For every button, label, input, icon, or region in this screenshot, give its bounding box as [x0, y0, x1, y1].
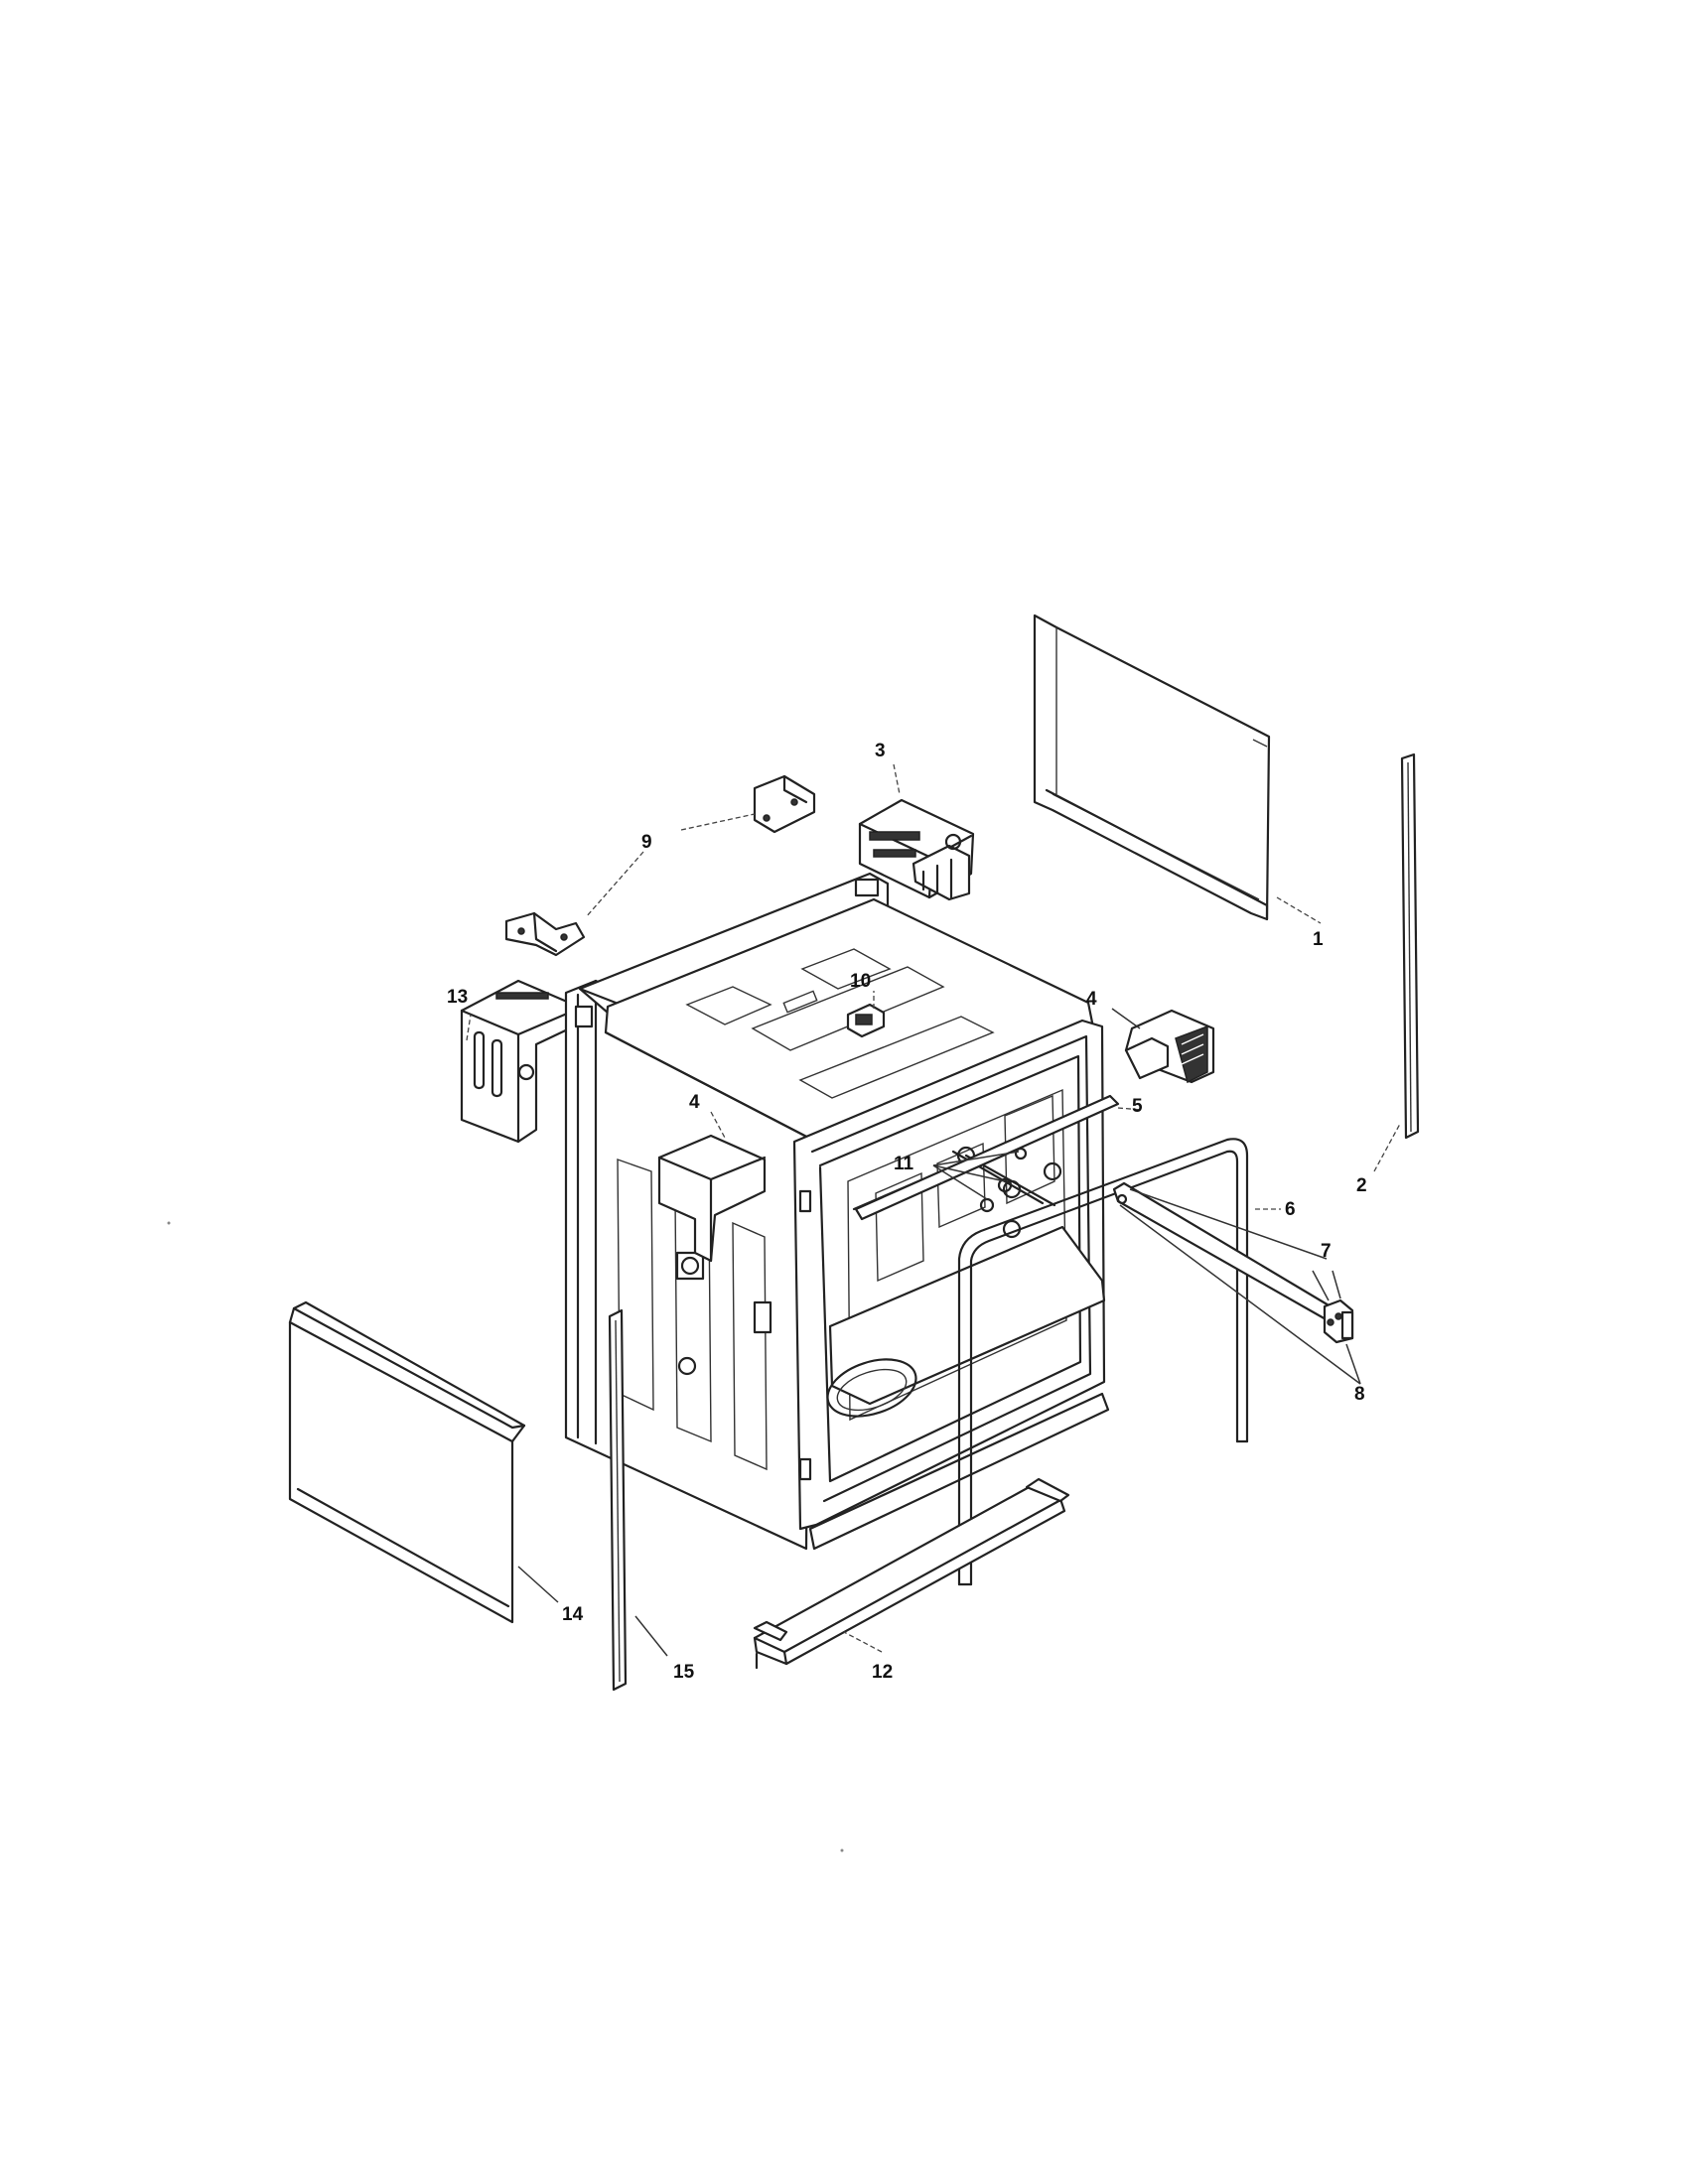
part-4-bracket-right: [1124, 1009, 1215, 1084]
callout-5: 5: [1132, 1096, 1143, 1117]
part-9-upper-bracket: [753, 774, 816, 834]
part-14-front-panel: [288, 1300, 526, 1624]
callout-6: 6: [1285, 1199, 1296, 1220]
callout-2: 2: [1356, 1175, 1367, 1196]
callout-13: 13: [447, 987, 468, 1008]
callout-10: 10: [850, 971, 871, 992]
callout-7: 7: [1321, 1241, 1332, 1262]
callout-11: 11: [894, 1154, 914, 1174]
part-15-side-strip: [608, 1308, 628, 1692]
part-5-rail: [854, 1094, 1120, 1221]
callout-3: 3: [875, 741, 886, 761]
callout-15: 15: [673, 1662, 695, 1683]
callout-8: 8: [1354, 1384, 1365, 1405]
callout-labels: 1 2 3 4 4 5 6 7 8 9 10 11 12 13 14 15: [447, 741, 1367, 1683]
part-3-mounting-bracket: [858, 798, 975, 901]
leader-lines: [466, 763, 1401, 1657]
part-11-fasteners: [979, 1147, 1028, 1213]
part-2-trim-strip: [1400, 752, 1420, 1140]
callout-1: 1: [1313, 929, 1324, 950]
callout-4-right: 4: [1086, 989, 1097, 1010]
part-9-lower-bracket: [504, 911, 586, 957]
part-13-side-bracket: [460, 979, 576, 1144]
dishwasher-tub: [564, 872, 1110, 1551]
part-10-clip: [846, 1003, 886, 1038]
part-1-top-panel: [1033, 614, 1271, 921]
part-12-bottom-channel: [753, 1477, 1070, 1670]
callout-9: 9: [641, 832, 652, 853]
callout-12: 12: [872, 1662, 893, 1683]
part-4-bracket-left: [657, 1134, 767, 1263]
callout-4-left: 4: [689, 1092, 700, 1113]
callout-14: 14: [562, 1604, 584, 1625]
part-7-hinge-arm: [1112, 1181, 1354, 1344]
part-6-door-gasket: [957, 1138, 1249, 1586]
